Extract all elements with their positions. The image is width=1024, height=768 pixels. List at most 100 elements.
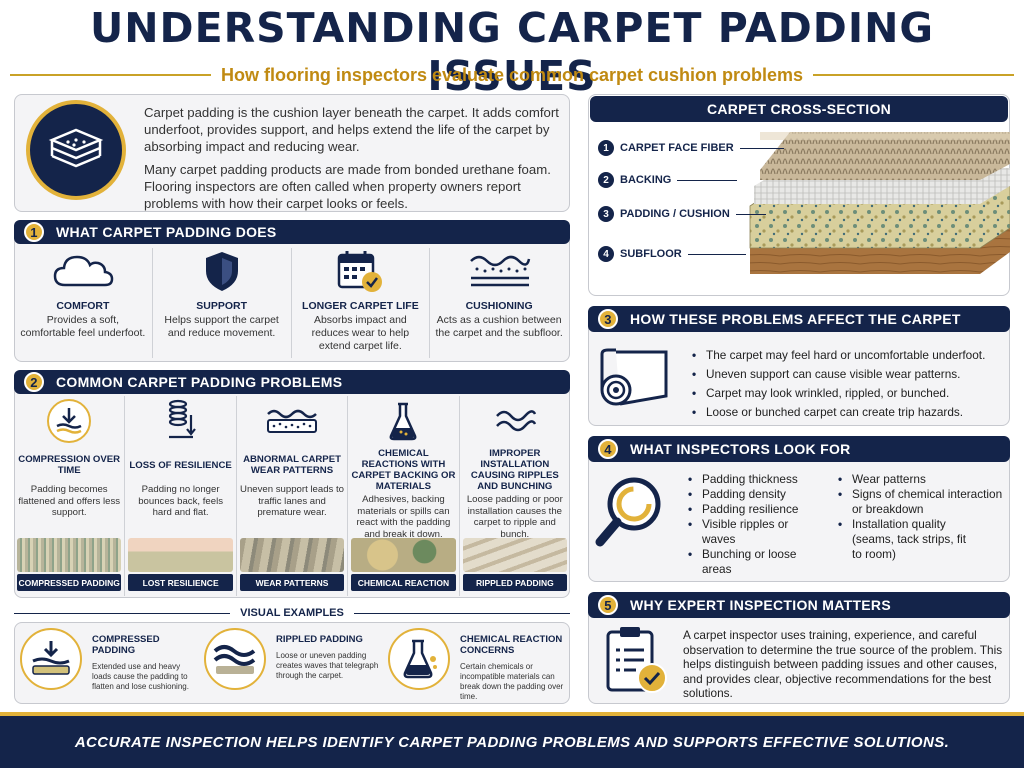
bullet-item: Bunching or loose areas bbox=[688, 547, 806, 577]
bullet-item: Signs of chemical interaction or breakdo… bbox=[838, 487, 1004, 517]
cross-section-label-1: 1 CARPET FACE FIBER bbox=[598, 140, 784, 156]
intro-text: Carpet padding is the cushion layer bene… bbox=[144, 104, 562, 212]
page-subtitle: How flooring inspectors evaluate common … bbox=[220, 64, 804, 85]
cross-section-label-2: 2 BACKING bbox=[598, 172, 738, 188]
problem-title: IMPROPER INSTALLATION CAUSING RIPPLES AN… bbox=[470, 448, 559, 492]
example-title: COMPRESSED PADDING bbox=[92, 634, 160, 656]
example-desc: Certain chemicals or incompatible materi… bbox=[460, 662, 564, 701]
benefit-cushioning: CUSHIONING Acts as a cushion between the… bbox=[430, 248, 568, 358]
bullet-item: Carpet may look wrinkled, rippled, or bu… bbox=[692, 386, 1002, 401]
section1-grid: COMFORT Provides a soft, comfortable fee… bbox=[14, 248, 568, 358]
section2-number: 2 bbox=[24, 372, 44, 392]
problem-caption: LOST RESILIENCE bbox=[128, 574, 233, 591]
benefit-title: CUSHIONING bbox=[465, 300, 533, 312]
wear-pattern-icon bbox=[264, 396, 320, 446]
benefit-support: SUPPORT Helps support the carpet and red… bbox=[153, 248, 292, 358]
section4-number: 4 bbox=[598, 439, 618, 459]
problem-caption: RIPPLED PADDING bbox=[462, 574, 568, 591]
compression-arrow-icon bbox=[47, 399, 92, 443]
section3-bullets: The carpet may feel hard or uncomfortabl… bbox=[692, 348, 1002, 420]
wave-layers-icon bbox=[467, 248, 531, 294]
chemical-flask-icon bbox=[388, 628, 450, 690]
footer-text: ACCURATE INSPECTION HELPS IDENTIFY CARPE… bbox=[74, 733, 950, 751]
visual-examples-grid: COMPRESSED PADDING Extended use and heav… bbox=[16, 628, 568, 701]
section4-title: WHAT INSPECTORS LOOK FOR bbox=[630, 441, 851, 457]
problem-improper-installation: IMPROPER INSTALLATION CAUSING RIPPLES AN… bbox=[460, 396, 570, 596]
example-desc: Loose or uneven padding creates waves th… bbox=[276, 651, 379, 680]
problem-desc: Padding no longer bounces back, feels ha… bbox=[138, 484, 224, 518]
footer-banner: ACCURATE INSPECTION HELPS IDENTIFY CARPE… bbox=[0, 712, 1024, 768]
visual-examples-divider: VISUAL EXAMPLES bbox=[14, 604, 570, 622]
bullet-item: Wear patterns bbox=[838, 472, 1004, 487]
section5-title: WHY EXPERT INSPECTION MATTERS bbox=[630, 597, 891, 613]
example-rippled: RIPPLED PADDING Loose or uneven padding … bbox=[200, 628, 384, 698]
benefit-title: COMFORT bbox=[56, 300, 110, 312]
intro-paragraph-2: Many carpet padding products are made fr… bbox=[144, 162, 551, 211]
section1-title: WHAT CARPET PADDING DOES bbox=[56, 224, 277, 240]
benefit-desc: Helps support the carpet and reduce move… bbox=[164, 314, 279, 339]
section2-grid: COMPRESSION OVER TIME Padding becomes fl… bbox=[14, 396, 570, 596]
section3-header: 3 HOW THESE PROBLEMS AFFECT THE CARPET bbox=[588, 306, 1010, 332]
section3-number: 3 bbox=[598, 309, 618, 329]
visual-examples-panel bbox=[14, 622, 570, 704]
cross-section-label-4: 4 SUBFLOOR bbox=[598, 246, 746, 262]
section5-text: A carpet inspector uses training, experi… bbox=[683, 628, 1003, 700]
problem-loss-of-resilience: LOSS OF RESILIENCE Padding no longer bou… bbox=[125, 396, 237, 596]
compressed-padding-photo bbox=[17, 538, 122, 572]
problem-title: LOSS OF RESILIENCE bbox=[129, 459, 232, 471]
cross-section-label-3: 3 PADDING / CUSHION bbox=[598, 206, 766, 222]
problem-desc: Loose padding or poor installation cause… bbox=[466, 494, 563, 540]
section2-title: COMMON CARPET PADDING PROBLEMS bbox=[56, 374, 343, 390]
subtitle-rule-left bbox=[10, 74, 211, 76]
bullet-item: Installation quality (seams, tack strips… bbox=[838, 517, 968, 562]
example-desc: Extended use and heavy loads cause the p… bbox=[92, 662, 189, 691]
subtitle-row: How flooring inspectors evaluate common … bbox=[10, 62, 1015, 88]
problem-title: CHEMICAL REACTIONS WITH CARPET BACKING O… bbox=[351, 448, 456, 492]
bullet-item: The carpet may feel hard or uncomfortabl… bbox=[692, 348, 1002, 363]
shield-icon bbox=[202, 248, 242, 294]
clipboard-check-icon bbox=[604, 624, 670, 701]
page-title: UNDERSTANDING CARPET PADDING ISSUES bbox=[89, 4, 935, 100]
problem-caption: CHEMICAL REACTION bbox=[351, 574, 456, 591]
benefit-desc: Acts as a cushion between the carpet and… bbox=[435, 314, 563, 339]
example-title: RIPPLED PADDING bbox=[276, 634, 363, 645]
wear-patterns-photo bbox=[239, 538, 345, 572]
lost-resilience-photo bbox=[128, 538, 233, 572]
benefit-desc: Absorbs impact and reduces wear to help … bbox=[311, 314, 410, 352]
problem-caption: COMPRESSED PADDING bbox=[17, 574, 122, 591]
calendar-check-icon bbox=[336, 248, 384, 294]
section1-header: 1 WHAT CARPET PADDING DOES bbox=[14, 220, 570, 244]
section4-header: 4 WHAT INSPECTORS LOOK FOR bbox=[588, 436, 1010, 462]
problem-chemical-reactions: CHEMICAL REACTIONS WITH CARPET BACKING O… bbox=[348, 396, 460, 596]
carpet-cross-section-illustration bbox=[749, 132, 1010, 274]
example-title: CHEMICAL REACTION CONCERNS bbox=[460, 634, 563, 656]
example-compressed: COMPRESSED PADDING Extended use and heav… bbox=[16, 628, 200, 698]
benefit-longer-life: LONGER CARPET LIFE Absorbs impact and re… bbox=[292, 248, 431, 358]
bullet-item: Uneven support can cause visible wear pa… bbox=[692, 367, 1002, 382]
problem-compression: COMPRESSION OVER TIME Padding becomes fl… bbox=[14, 396, 126, 596]
rippled-padding-icon bbox=[204, 628, 266, 690]
bullet-item: Visible ripples or waves bbox=[688, 517, 806, 547]
cloud-icon bbox=[51, 248, 115, 294]
bullet-item: Padding thickness bbox=[688, 472, 828, 487]
cross-section-header: CARPET CROSS-SECTION bbox=[590, 96, 1008, 122]
benefit-title: LONGER CARPET LIFE bbox=[302, 300, 419, 312]
problem-title: COMPRESSION OVER TIME bbox=[18, 454, 121, 476]
benefit-desc: Provides a soft, comfortable feel underf… bbox=[20, 314, 146, 339]
section1-number: 1 bbox=[24, 222, 44, 242]
intro-paragraph-1: Carpet padding is the cushion layer bene… bbox=[144, 105, 559, 154]
visual-examples-label: VISUAL EXAMPLES bbox=[240, 607, 344, 619]
chemical-reaction-photo bbox=[351, 538, 456, 572]
section2-header: 2 COMMON CARPET PADDING PROBLEMS bbox=[14, 370, 570, 394]
padding-layers-icon bbox=[26, 100, 126, 200]
section5-number: 5 bbox=[598, 595, 618, 615]
problem-wear-patterns: ABNORMAL CARPET WEAR PATTERNS Uneven sup… bbox=[237, 396, 349, 596]
bullet-item: Loose or bunched carpet can create trip … bbox=[692, 405, 1002, 420]
section4-col2: Wear patterns Signs of chemical interact… bbox=[838, 472, 1004, 562]
example-chemical: CHEMICAL REACTION CONCERNS Certain chemi… bbox=[384, 628, 568, 701]
flask-icon bbox=[387, 396, 419, 446]
section3-title: HOW THESE PROBLEMS AFFECT THE CARPET bbox=[630, 311, 961, 327]
problem-caption: WEAR PATTERNS bbox=[239, 574, 345, 591]
rippled-padding-photo bbox=[462, 538, 568, 572]
problem-desc: Uneven support leads to traffic lanes an… bbox=[240, 484, 345, 518]
